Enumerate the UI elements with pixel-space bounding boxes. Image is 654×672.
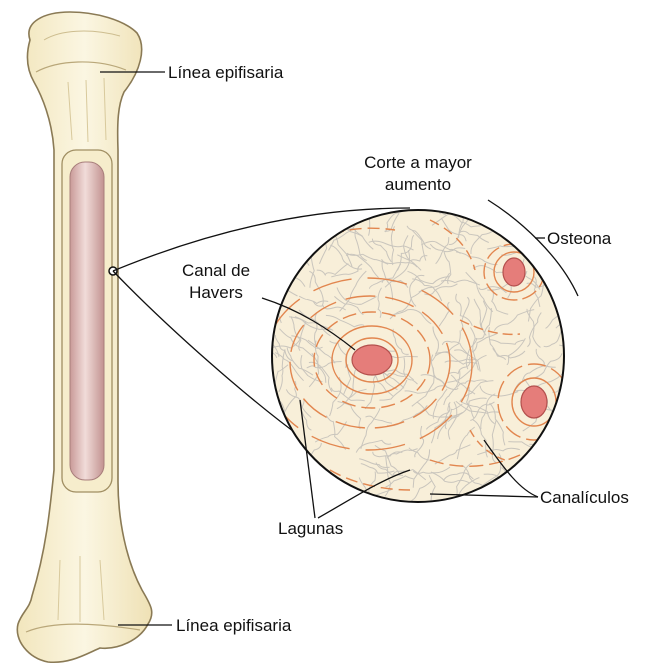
label-lacunae: Lagunas [278,519,343,538]
magnified-section-background [272,210,564,502]
label-haversian-canal-line1: Canal de [182,261,250,280]
fiber-strand [268,284,281,323]
fiber-strand [559,330,597,346]
lower-haversian-canal [521,386,547,418]
magnified-section [239,183,598,523]
label-epiphyseal-line-bottom: Línea epifisaria [176,616,292,635]
label-higher-magnification-line2: aumento [385,175,451,194]
label-epiphyseal-line-top: Línea epifisaria [168,63,284,82]
upper-haversian-canal [503,258,525,286]
label-canaliculi: Canalículos [540,488,629,507]
label-haversian-canal-line2: Havers [189,283,243,302]
label-osteon: Osteona [547,229,612,248]
label-higher-magnification-line1: Corte a mayor [364,153,472,172]
long-bone [17,12,151,662]
fiber-strand [241,348,272,385]
central-haversian-canal [352,345,392,375]
fiber-strand [350,492,370,523]
medullary-cavity [70,162,104,480]
